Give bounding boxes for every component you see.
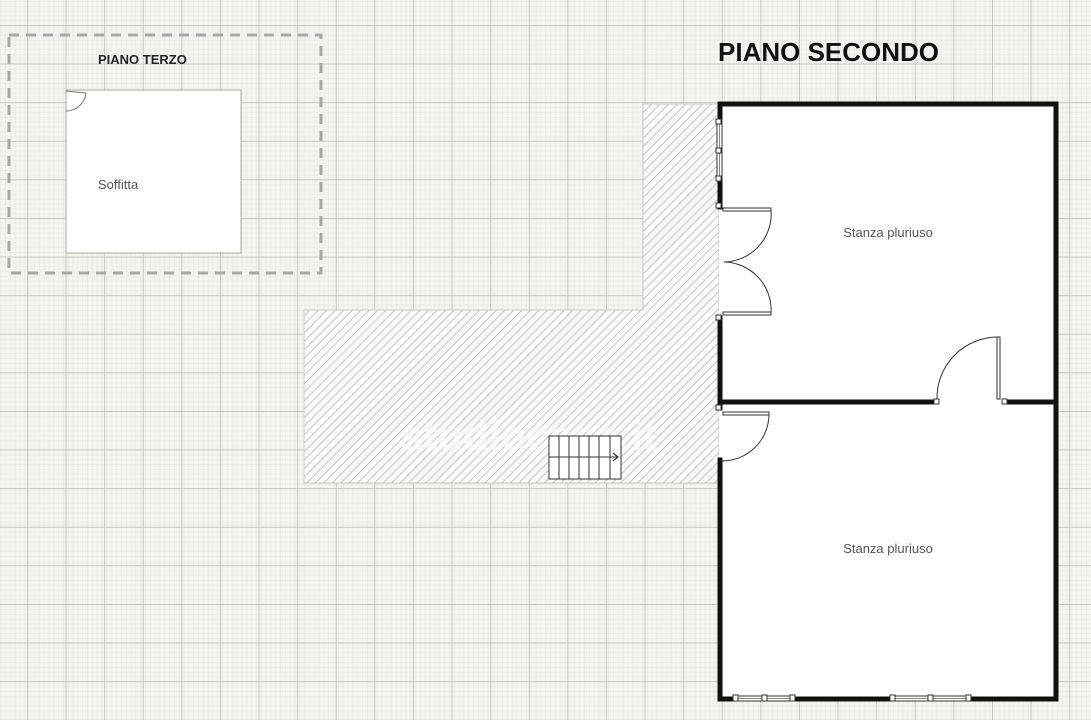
second-floor-title: PIANO SECONDO: [718, 37, 939, 67]
room-label-upper: Stanza pluriuso: [843, 225, 933, 240]
soffitta-door: [65, 90, 87, 112]
stairs-arrow-icon: [612, 452, 619, 462]
door-interior: [933, 336, 1008, 405]
room-lower: [719, 402, 1056, 699]
staircase: [548, 435, 622, 480]
window-bottom-right: [889, 694, 972, 702]
room-upper: [719, 104, 1056, 402]
double-door: [715, 202, 772, 321]
window-bottom-left: [732, 694, 796, 702]
third-floor: PIANO TERZO Soffitta: [7, 33, 323, 275]
room-label-lower: Stanza pluriuso: [843, 541, 933, 556]
second-floor: PIANO SECONDO Stanza pluriuso Stanza plu…: [715, 37, 1059, 702]
soffitta-room: [65, 89, 242, 254]
room-label-soffitta: Soffitta: [98, 177, 139, 192]
window-left: [715, 118, 723, 182]
third-floor-title: PIANO TERZO: [98, 52, 187, 67]
door-lower-room: [715, 404, 770, 462]
third-floor-dashed-outline: [7, 33, 323, 275]
